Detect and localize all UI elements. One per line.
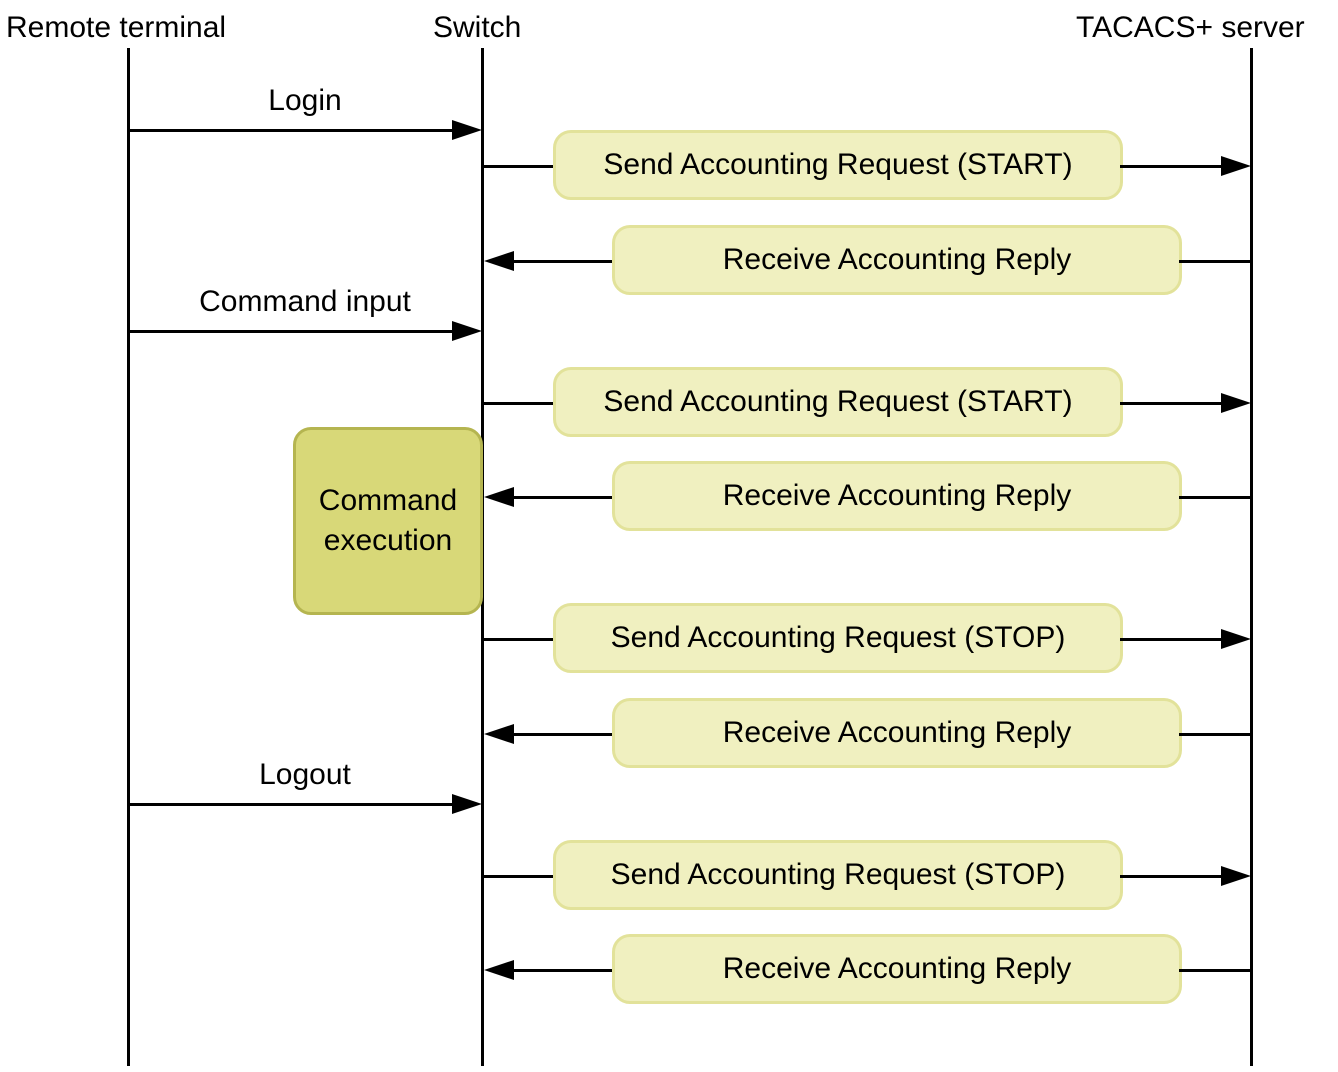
accounting-request-1-line-right	[1120, 165, 1222, 168]
accounting-reply-4-line-right	[1179, 969, 1251, 972]
accounting-reply-2-line-left	[512, 496, 615, 499]
accounting-reply-3-arrowhead	[484, 724, 514, 744]
lifeline-tacacs-server	[1250, 48, 1253, 1066]
accounting-request-4-line-right	[1120, 875, 1222, 878]
accounting-reply-4-arrowhead	[484, 960, 514, 980]
message-logout-line	[128, 803, 454, 806]
accounting-request-1-line-left	[484, 165, 556, 168]
accounting-request-2-arrowhead	[1221, 393, 1251, 413]
accounting-request-2: Send Accounting Request (START)	[553, 367, 1123, 437]
accounting-reply-4-line-left	[512, 969, 615, 972]
accounting-reply-2: Receive Accounting Reply	[612, 461, 1182, 531]
accounting-reply-3: Receive Accounting Reply	[612, 698, 1182, 768]
actor-tacacs-server: TACACS+ server	[1076, 11, 1305, 44]
accounting-reply-2-line-right	[1179, 496, 1251, 499]
accounting-request-1-arrowhead	[1221, 156, 1251, 176]
accounting-reply-1-line-left	[512, 260, 615, 263]
accounting-request-2-line-left	[484, 402, 556, 405]
accounting-request-3-arrowhead	[1221, 629, 1251, 649]
accounting-reply-4: Receive Accounting Reply	[612, 934, 1182, 1004]
message-logout-label: Logout	[259, 758, 351, 791]
actor-switch: Switch	[433, 11, 522, 44]
accounting-request-1: Send Accounting Request (START)	[553, 130, 1123, 200]
accounting-reply-3-line-right	[1179, 733, 1251, 736]
accounting-reply-2-arrowhead	[484, 487, 514, 507]
message-command-input-line	[128, 330, 454, 333]
accounting-request-3-line-right	[1120, 638, 1222, 641]
message-command-input-arrowhead	[452, 321, 482, 341]
message-command-input-label: Command input	[199, 285, 411, 318]
message-login-arrowhead	[452, 120, 482, 140]
lifeline-remote-terminal	[127, 48, 130, 1066]
message-login-line	[128, 129, 454, 132]
accounting-request-4-line-left	[484, 875, 556, 878]
message-logout-arrowhead	[452, 794, 482, 814]
accounting-reply-1: Receive Accounting Reply	[612, 225, 1182, 295]
accounting-request-4: Send Accounting Request (STOP)	[553, 840, 1123, 910]
accounting-request-3-line-left	[484, 638, 556, 641]
accounting-request-3: Send Accounting Request (STOP)	[553, 603, 1123, 673]
command-execution-box: Command execution	[293, 427, 483, 615]
accounting-request-4-arrowhead	[1221, 866, 1251, 886]
accounting-reply-1-arrowhead	[484, 251, 514, 271]
accounting-reply-1-line-right	[1179, 260, 1251, 263]
accounting-request-2-line-right	[1120, 402, 1222, 405]
accounting-reply-3-line-left	[512, 733, 615, 736]
actor-remote-terminal: Remote terminal	[6, 11, 227, 44]
message-login-label: Login	[268, 84, 342, 117]
